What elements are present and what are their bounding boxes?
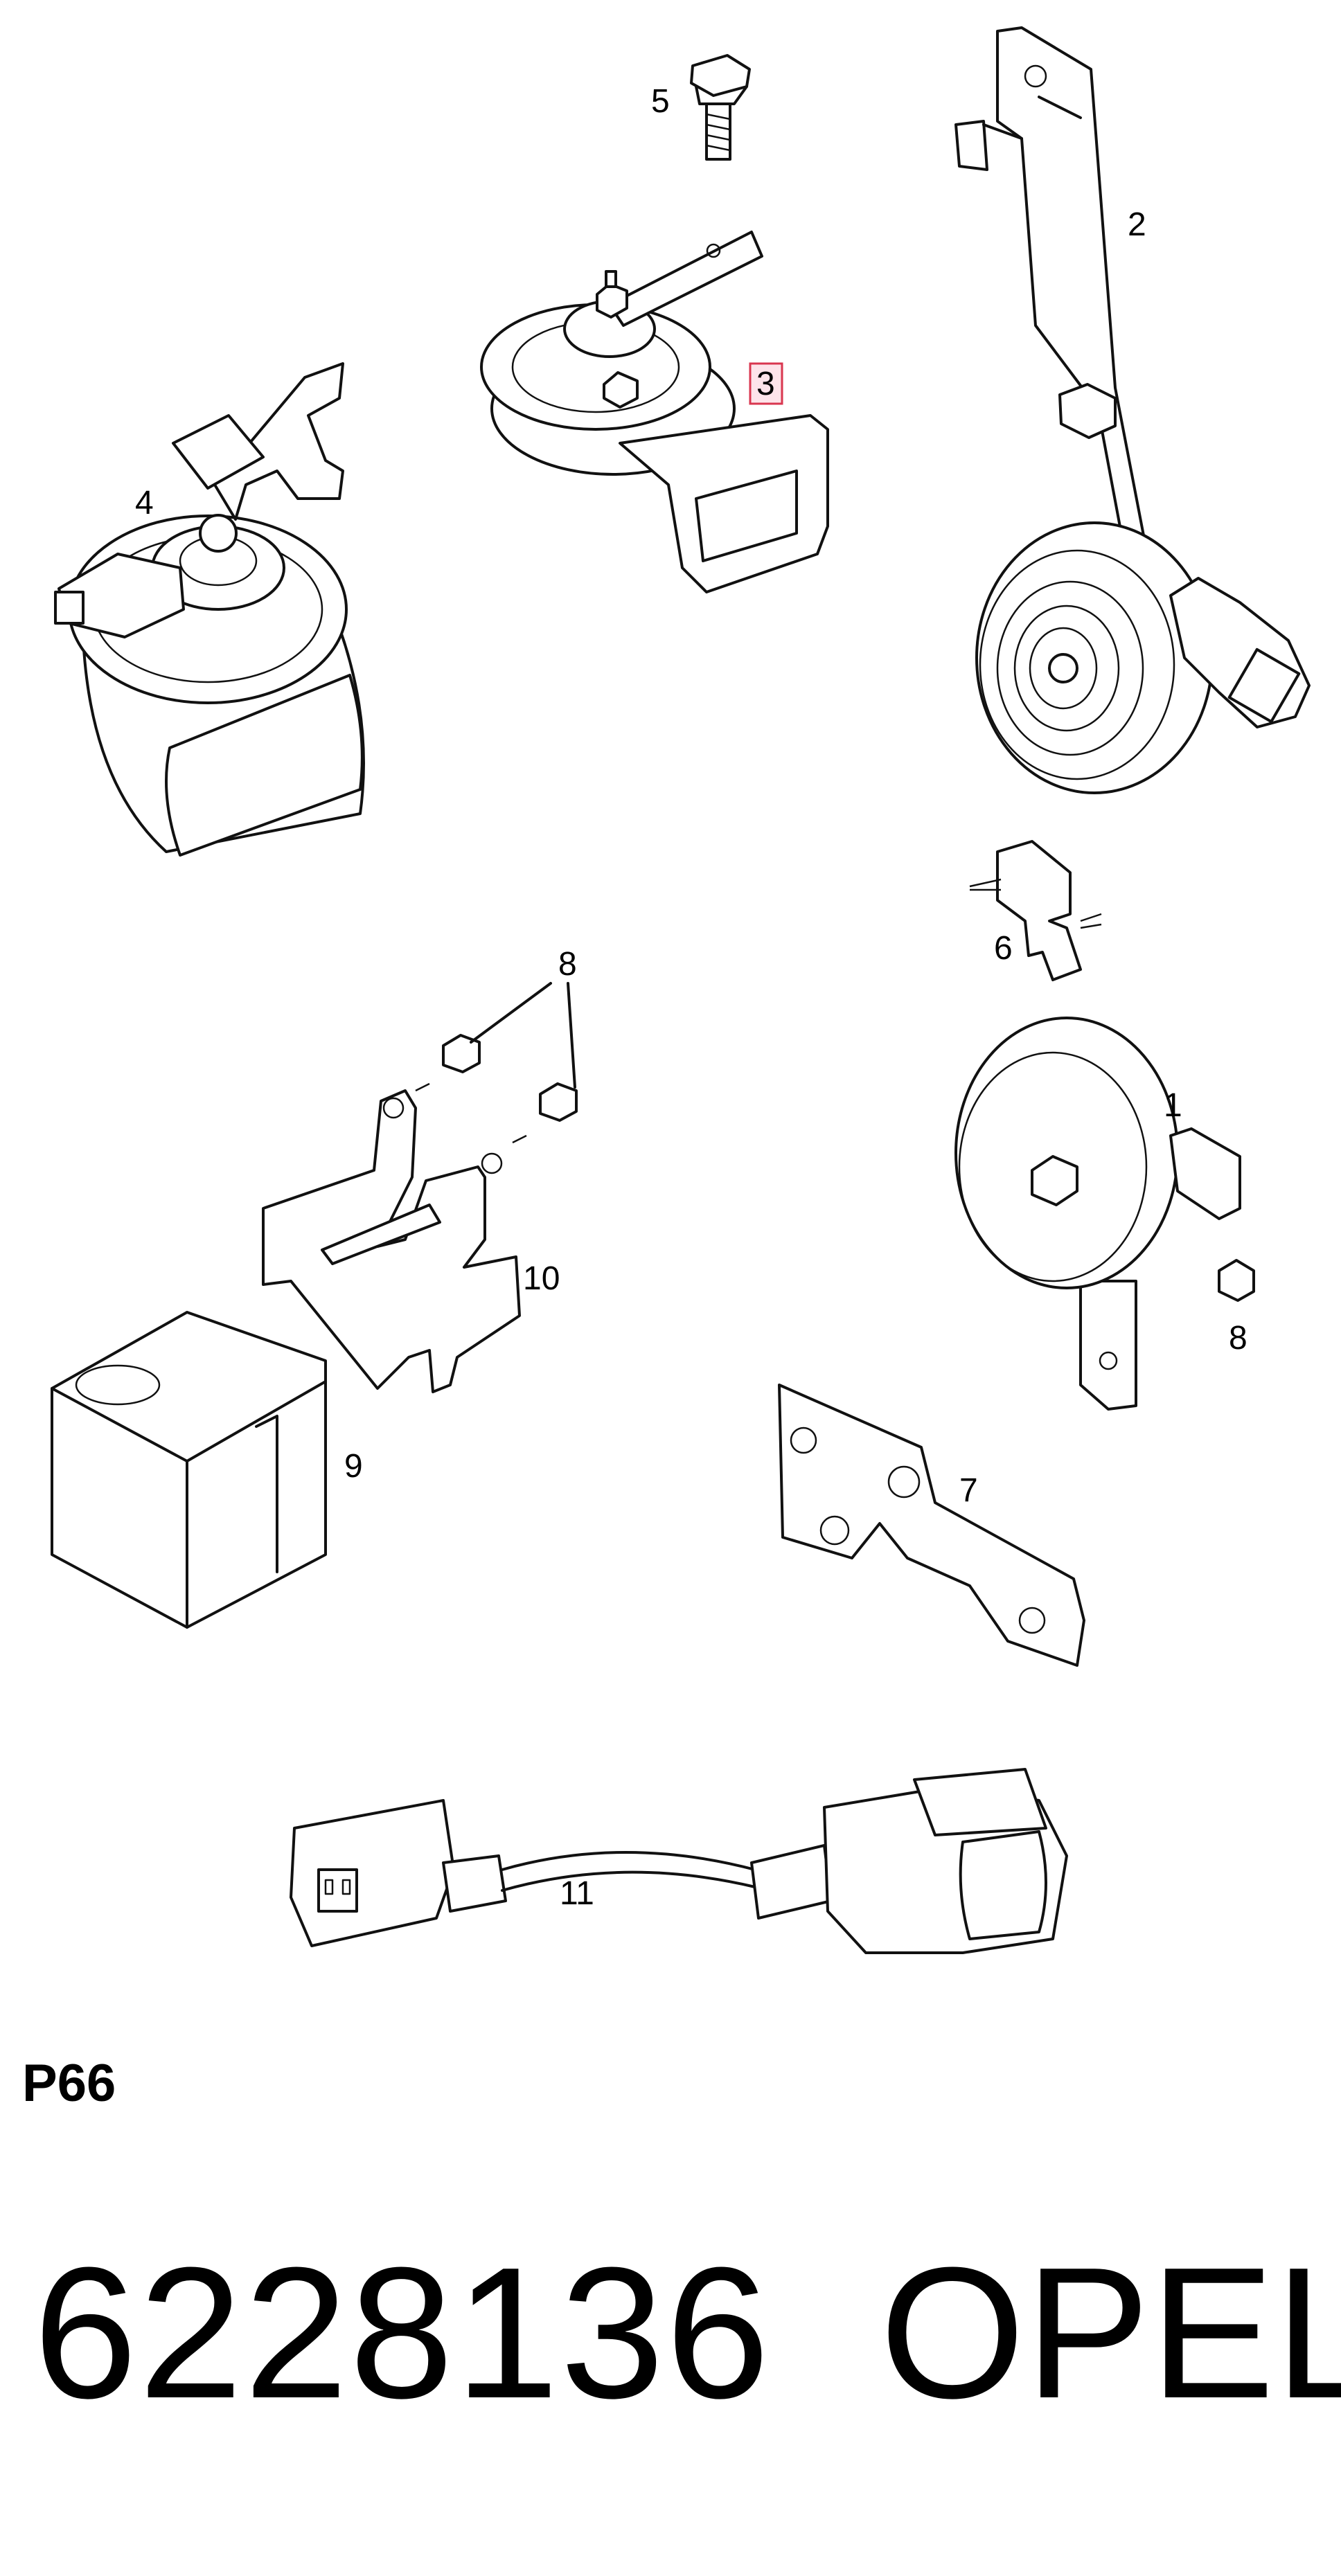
cover-part-9 xyxy=(51,1311,327,1629)
callout-2: 2 xyxy=(1128,206,1146,243)
callout-4: 4 xyxy=(135,485,154,521)
page-code: P66 xyxy=(22,2054,116,2113)
nuts-part-8 xyxy=(442,982,578,1122)
harness-part-11 xyxy=(290,1768,1068,1954)
callout-7: 7 xyxy=(959,1472,978,1509)
part-number: 6228136 xyxy=(33,2229,772,2438)
horn-bracket-part-2 xyxy=(954,26,1311,794)
callout-8-lower: 8 xyxy=(1229,1320,1247,1357)
bolt-part-5 xyxy=(690,54,751,161)
callout-9: 9 xyxy=(344,1448,363,1485)
callout-3-highlight xyxy=(749,362,783,405)
horn-part-3 xyxy=(480,231,829,593)
callout-11: 11 xyxy=(560,1875,594,1912)
callout-5: 5 xyxy=(651,83,670,120)
clip-part-6 xyxy=(969,840,1102,981)
callout-8-upper: 8 xyxy=(558,946,577,983)
callout-6: 6 xyxy=(994,930,1013,967)
horn-part-4 xyxy=(54,362,365,857)
callout-10: 10 xyxy=(523,1260,560,1297)
plate-part-7 xyxy=(778,1384,1085,1667)
bracket-part-10 xyxy=(262,1082,527,1393)
horn-part-1 xyxy=(954,1017,1255,1411)
callout-1: 1 xyxy=(1164,1087,1182,1124)
brand-name: OPEL xyxy=(880,2229,1341,2438)
callout-3: 3 xyxy=(756,366,775,402)
